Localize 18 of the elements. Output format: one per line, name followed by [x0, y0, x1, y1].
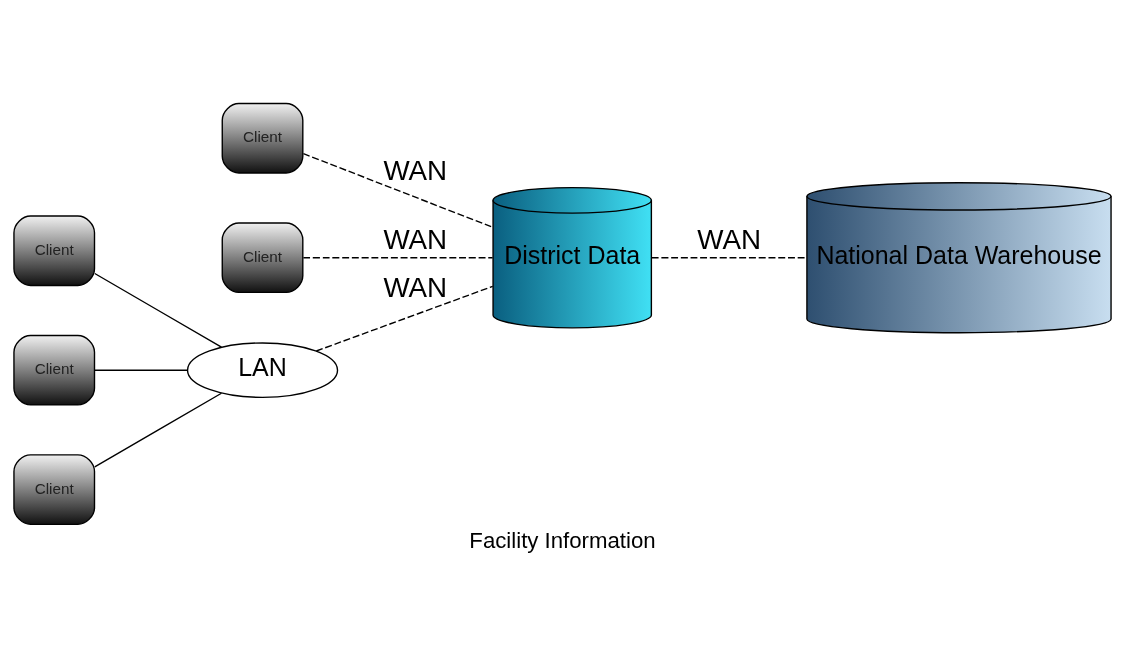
edge-label: WAN	[383, 271, 448, 303]
connector	[302, 152, 494, 228]
node-box: Client	[13, 454, 96, 526]
edge-label: WAN	[383, 224, 448, 256]
caption: Facility Information	[469, 527, 656, 553]
edge-label: WAN	[383, 154, 448, 186]
node-ellipse: LAN	[186, 342, 339, 399]
connector	[94, 369, 188, 371]
connector	[94, 272, 223, 348]
node-box: Client	[13, 215, 96, 287]
node-box: Client	[13, 334, 96, 406]
connector	[94, 392, 223, 468]
node-box: Client	[221, 222, 304, 294]
connector	[651, 257, 808, 259]
connector	[315, 285, 494, 352]
edge-label: WAN	[697, 224, 762, 256]
connector	[302, 257, 494, 259]
node-box: Client	[221, 102, 304, 174]
